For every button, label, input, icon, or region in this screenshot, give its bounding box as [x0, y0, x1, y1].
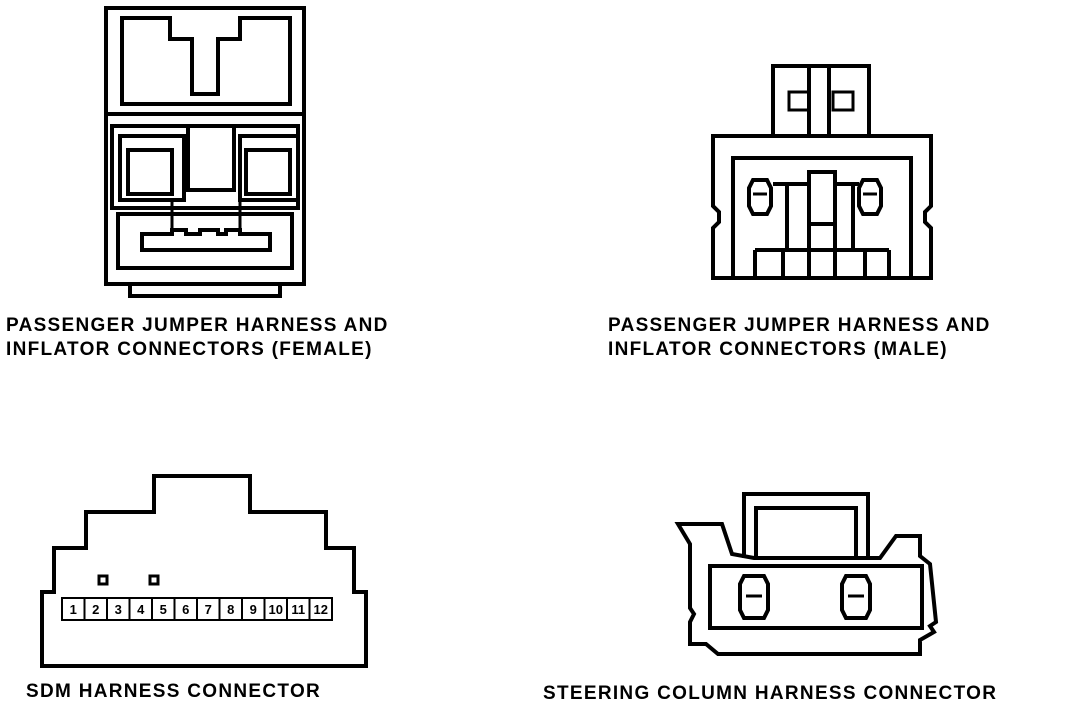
sdm-pin-number: 1 — [70, 602, 77, 617]
female-label-line2: INFLATOR CONNECTORS (FEMALE) — [6, 339, 373, 360]
female-label-line1: PASSENGER JUMPER HARNESS AND — [6, 315, 389, 336]
male-connector-label: PASSENGER JUMPER HARNESS AND INFLATOR CO… — [608, 314, 991, 362]
male-connector-drawing — [711, 64, 933, 280]
sdm-pin-number: 4 — [137, 602, 145, 617]
sdm-pin-number: 2 — [92, 602, 99, 617]
steering-column-connector-drawing — [674, 492, 939, 656]
sdm-pin-number: 6 — [182, 602, 189, 617]
sdm-pin-number: 7 — [205, 602, 212, 617]
steering-label-text: STEERING COLUMN HARNESS CONNECTOR — [543, 683, 998, 704]
sdm-pin-number: 11 — [291, 602, 305, 617]
male-label-line2: INFLATOR CONNECTORS (MALE) — [608, 339, 948, 360]
sdm-pin-cell — [308, 597, 333, 621]
sdm-label-text: SDM HARNESS CONNECTOR — [26, 681, 322, 702]
steering-column-connector-label: STEERING COLUMN HARNESS CONNECTOR — [543, 682, 997, 706]
male-label-line1: PASSENGER JUMPER HARNESS AND — [608, 315, 991, 336]
sdm-pin-number: 5 — [160, 602, 167, 617]
female-connector-label: PASSENGER JUMPER HARNESS AND INFLATOR CO… — [6, 314, 389, 362]
female-connector-drawing — [104, 6, 306, 298]
sdm-pin-number: 12 — [314, 602, 328, 617]
sdm-pin-number: 9 — [250, 602, 257, 617]
sdm-pin-number: 3 — [115, 602, 122, 617]
sdm-pin-number: 8 — [227, 602, 234, 617]
sdm-pin-number: 10 — [269, 602, 283, 617]
sdm-connector-label: SDM HARNESS CONNECTOR — [26, 680, 321, 704]
